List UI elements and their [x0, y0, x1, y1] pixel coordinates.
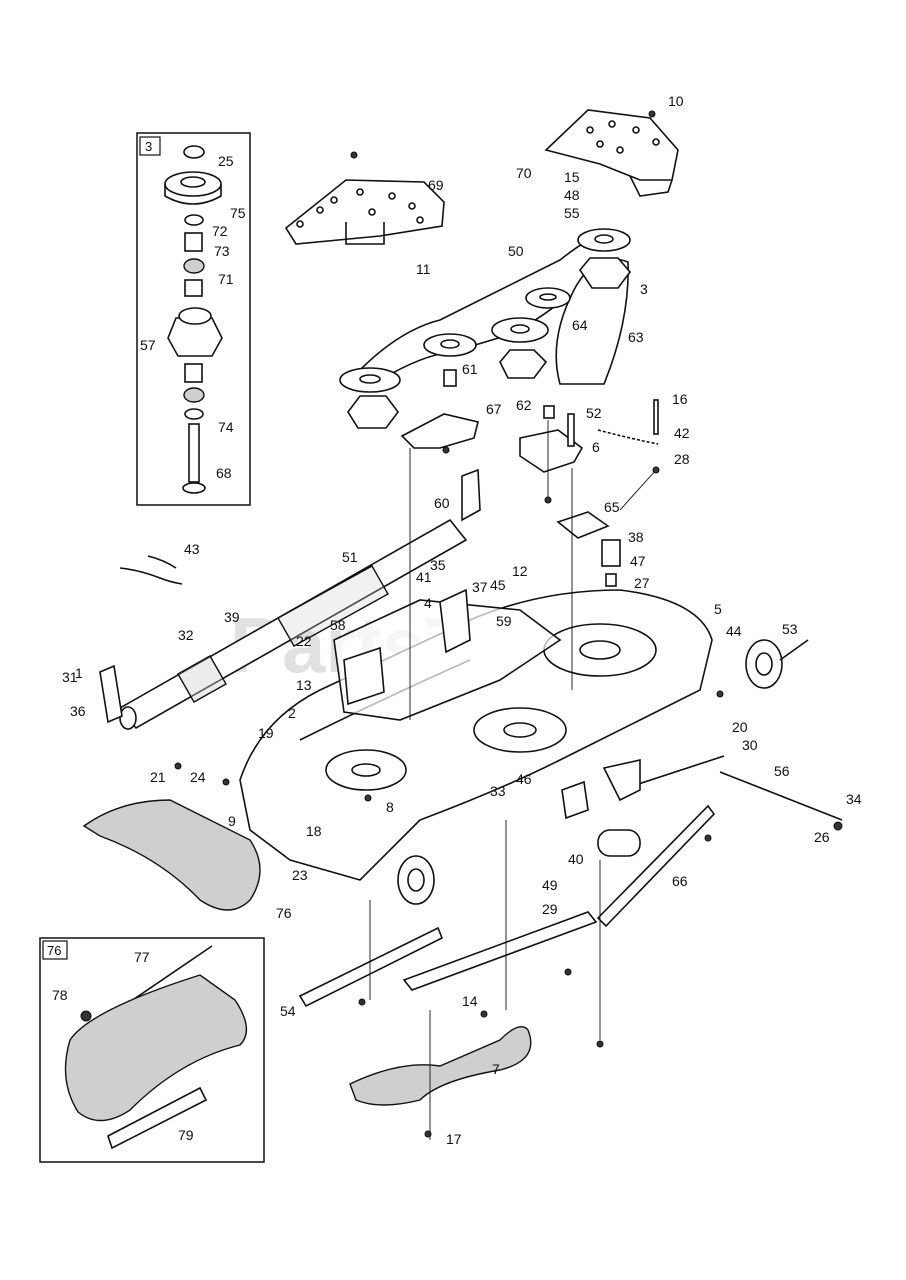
callout-62: 62: [516, 397, 532, 413]
mower-deck: [239, 588, 713, 881]
callout-65: 65: [604, 499, 620, 515]
callout-64: 64: [572, 317, 588, 333]
callout-41: 41: [416, 569, 432, 585]
callout-9: 9: [228, 813, 236, 829]
callout-56: 56: [774, 763, 790, 779]
anti-scalp-rollers: [99, 518, 468, 730]
callout-67: 67: [486, 401, 502, 417]
callout-74: 74: [218, 419, 234, 435]
callout-7: 7: [492, 1061, 500, 1077]
callout-51: 51: [342, 549, 358, 565]
callout-73: 73: [214, 243, 230, 259]
callout-63: 63: [628, 329, 644, 345]
callout-6: 6: [592, 439, 600, 455]
callout-46: 46: [516, 771, 532, 787]
callout-38: 38: [628, 529, 644, 545]
callout-45: 45: [490, 577, 506, 593]
callout-14: 14: [462, 993, 478, 1009]
callout-48: 48: [564, 187, 580, 203]
callout-77: 77: [134, 949, 150, 965]
callout-52: 52: [586, 405, 602, 421]
callout-44: 44: [726, 623, 742, 639]
callout-5: 5: [714, 601, 722, 617]
callout-23: 23: [292, 867, 308, 883]
callout-28: 28: [674, 451, 690, 467]
discharge-chute: [82, 799, 261, 911]
callout-78: 78: [52, 987, 68, 1003]
callout-37: 37: [472, 579, 488, 595]
inset-box-76-label: 76: [47, 943, 61, 958]
callout-61: 61: [462, 361, 478, 377]
callout-3: 3: [640, 281, 648, 297]
callout-34: 34: [846, 791, 862, 807]
callout-68: 68: [216, 465, 232, 481]
callout-33: 33: [490, 783, 506, 799]
callout-10: 10: [668, 93, 684, 109]
callout-32: 32: [178, 627, 194, 643]
callout-79: 79: [178, 1127, 194, 1143]
callout-18: 18: [306, 823, 322, 839]
callout-13: 13: [296, 677, 312, 693]
callout-69: 69: [428, 177, 444, 193]
idler-brackets: [400, 399, 659, 587]
callout-17: 17: [446, 1131, 462, 1147]
callout-54: 54: [280, 1003, 296, 1019]
callout-35: 35: [430, 557, 446, 573]
callout-11: 11: [416, 261, 431, 277]
callout-26: 26: [814, 829, 830, 845]
callout-2: 2: [288, 705, 296, 721]
callout-42: 42: [674, 425, 690, 441]
inset-box-76: 76: [39, 937, 265, 1163]
callout-40: 40: [568, 851, 584, 867]
callout-21: 21: [150, 769, 166, 785]
callout-4: 4: [424, 595, 432, 611]
callout-60: 60: [434, 495, 450, 511]
callout-24: 24: [190, 769, 206, 785]
callout-72: 72: [212, 223, 228, 239]
callout-71: 71: [218, 271, 234, 287]
callout-30: 30: [742, 737, 758, 753]
callout-53: 53: [782, 621, 798, 637]
callout-75: 75: [230, 205, 246, 221]
callout-49: 49: [542, 877, 558, 893]
belt-system: [339, 228, 632, 429]
leader-lines: [369, 420, 657, 1140]
callout-50: 50: [508, 243, 524, 259]
callout-16: 16: [672, 391, 688, 407]
callout-27: 27: [634, 575, 650, 591]
callout-70: 70: [516, 165, 532, 181]
blades: [298, 926, 532, 1106]
callout-1: 1: [75, 665, 83, 681]
belt-cover-left: [284, 179, 445, 245]
callout-25: 25: [218, 153, 234, 169]
callout-29: 29: [542, 901, 558, 917]
callout-39: 39: [224, 609, 240, 625]
hardware-markers: [174, 110, 843, 1138]
belt-cover-right: [544, 109, 679, 197]
callout-12: 12: [512, 563, 528, 579]
callout-43: 43: [184, 541, 200, 557]
inset-box-3: 3: [136, 132, 251, 506]
lift-linkage: [402, 755, 843, 991]
deck-wheels: [397, 639, 809, 905]
callout-19: 19: [258, 725, 274, 741]
callout-66: 66: [672, 873, 688, 889]
callout-58: 58: [330, 617, 346, 633]
inset-box-3-label: 3: [145, 139, 152, 154]
callout-47: 47: [630, 553, 646, 569]
callout-76: 76: [276, 905, 292, 921]
callout-22: 22: [296, 633, 312, 649]
callout-57: 57: [140, 337, 156, 353]
callout-31: 31: [62, 669, 78, 685]
callout-36: 36: [70, 703, 86, 719]
callout-55: 55: [564, 205, 580, 221]
callout-8: 8: [386, 799, 394, 815]
callout-15: 15: [564, 169, 580, 185]
callout-59: 59: [496, 613, 512, 629]
callout-20: 20: [732, 719, 748, 735]
callout-labels: 1 2 3 4 5 6 7 8 9 10 11 12 13 14 15 16 1…: [52, 93, 862, 1147]
